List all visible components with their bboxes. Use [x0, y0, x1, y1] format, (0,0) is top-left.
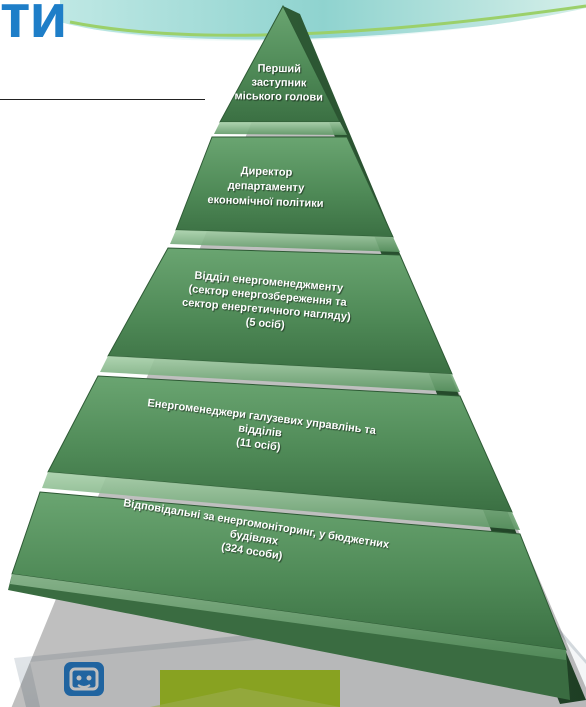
- level-1-label: Перший заступник міського голови: [218, 61, 341, 105]
- top-swoosh: [60, 0, 586, 42]
- level-1-line-3: міського голови: [234, 90, 324, 104]
- title-underline: [0, 99, 205, 100]
- level-2-label: Директор департаменту економічної політи…: [175, 162, 356, 213]
- slide-title-fragment: ти: [0, 0, 67, 51]
- app-badge-icon: [64, 662, 104, 696]
